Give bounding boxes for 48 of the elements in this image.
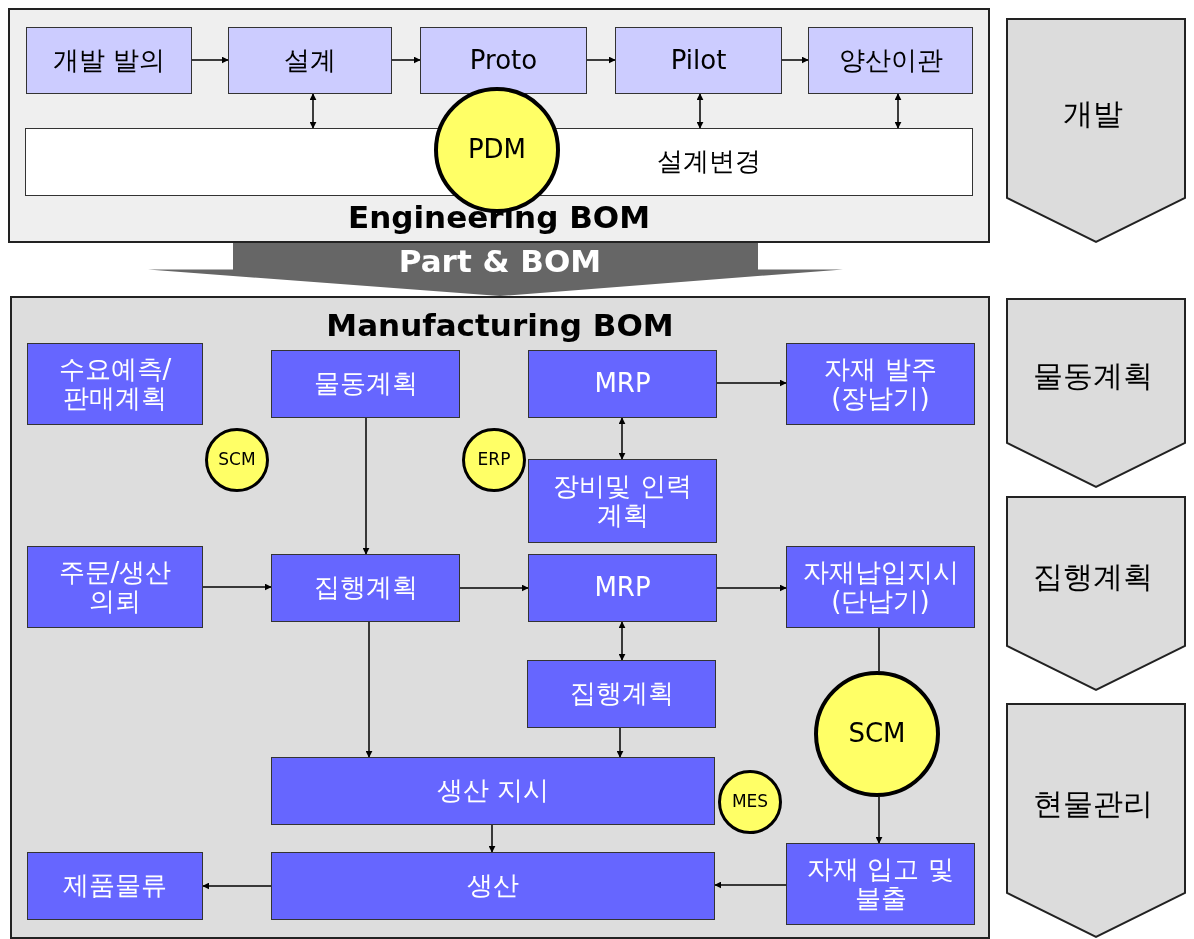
arrow [202, 583, 272, 591]
process-box: 생산 지시 [271, 757, 715, 825]
arrow [488, 824, 496, 853]
process-box: MRP [528, 350, 717, 418]
arrow [391, 56, 421, 64]
arrow [459, 584, 529, 592]
process-box: 장비및 인력 계획 [528, 459, 717, 543]
arrow [202, 882, 272, 890]
process-box: Proto [420, 27, 587, 94]
arrow [716, 584, 787, 592]
arrow [618, 621, 626, 661]
arrow [781, 56, 809, 64]
process-box: 제품물류 [27, 852, 203, 920]
process-box: 설계 [228, 27, 392, 94]
arrow [616, 727, 624, 758]
system-circle: MES [718, 770, 782, 834]
system-circle: ERP [462, 428, 526, 492]
process-box: 생산 [271, 852, 715, 920]
process-box: MRP [528, 554, 717, 622]
arrow [362, 417, 370, 555]
process-box: Pilot [615, 27, 782, 94]
arrow [191, 56, 229, 64]
process-box: 집행계획 [271, 554, 460, 622]
arrow [618, 417, 626, 460]
process-box: 수요예측/ 판매계획 [27, 343, 203, 425]
arrow [696, 93, 704, 129]
arrow [586, 56, 616, 64]
arrow [309, 93, 317, 129]
process-box: 자재 입고 및 불출 [786, 843, 975, 925]
process-box: 자재납입지시 (단납기) [786, 546, 975, 628]
arrow [365, 621, 373, 758]
panel-background [8, 8, 990, 243]
system-circle: SCM [814, 671, 940, 797]
process-box: 집행계획 [527, 660, 716, 728]
arrow [714, 881, 787, 889]
process-box: 물동계획 [271, 350, 460, 418]
system-circle: SCM [205, 428, 269, 492]
process-box: 개발 발의 [26, 27, 192, 94]
process-box: 주문/생산 의뢰 [27, 546, 203, 628]
process-box: 양산이관 [808, 27, 973, 94]
panel-background [10, 296, 990, 939]
arrow [875, 796, 883, 844]
process-box: 자재 발주 (장납기) [786, 343, 975, 425]
panel-heading: Manufacturing BOM [325, 308, 675, 343]
connector-line [878, 627, 880, 672]
arrow [894, 93, 902, 129]
arrow [716, 379, 787, 387]
edge-label: Part & BOM [398, 246, 602, 277]
